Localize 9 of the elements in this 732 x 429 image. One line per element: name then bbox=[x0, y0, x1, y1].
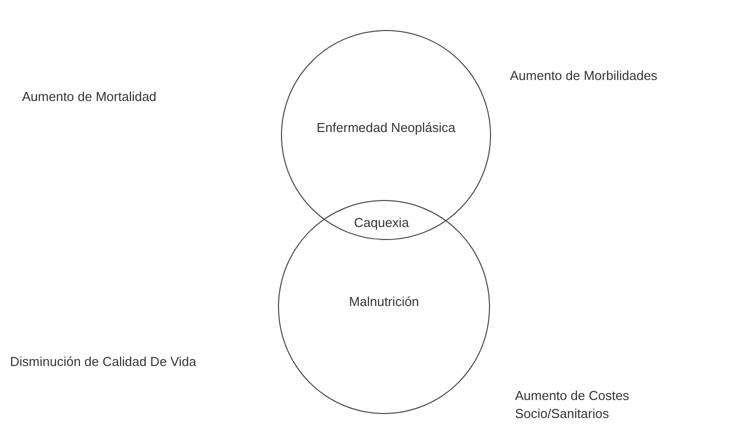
venn-circle bbox=[278, 200, 490, 414]
venn-circle bbox=[281, 30, 491, 240]
circle-label: Enfermedad Neoplásica bbox=[316, 120, 456, 135]
annotation-text: Aumento de Costes Socio/Sanitarios bbox=[515, 387, 630, 422]
annotation-text: Aumento de Mortalidad bbox=[22, 88, 156, 106]
circle-label: Malnutrición bbox=[348, 294, 420, 309]
annotation-text: Disminución de Calidad De Vida bbox=[10, 353, 196, 371]
annotation-text: Aumento de Morbilidades bbox=[510, 67, 658, 85]
annotation-text: Caquexia bbox=[354, 214, 409, 232]
